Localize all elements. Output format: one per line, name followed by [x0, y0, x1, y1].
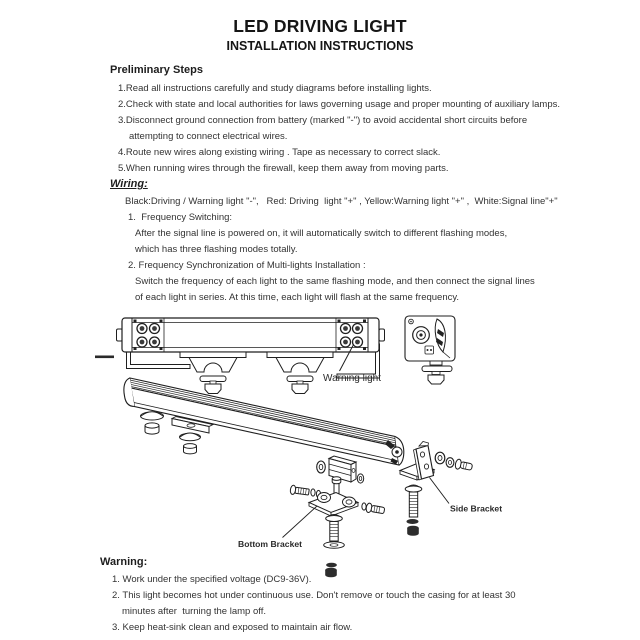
warning-list: 1. Work under the specified voltage (DC9… [100, 572, 580, 636]
list-item: 1. Work under the specified voltage (DC9… [112, 574, 312, 585]
bottom-bracket-leader-line [282, 505, 318, 538]
installation-diagram: Warning light [95, 315, 502, 578]
warning-section: Warning: 1. Work under the specified vol… [100, 556, 580, 636]
side-bracket-label: Side Bracket [450, 504, 502, 514]
warning-led-cluster-right [337, 319, 366, 350]
page-subtitle: INSTALLATION INSTRUCTIONS [226, 39, 414, 53]
wire-color-legend: Black:Driving / Warning light "-", Red: … [125, 196, 558, 207]
warning-heading: Warning: [100, 556, 148, 568]
wiring-item-body: of each light in series. At this time, e… [135, 292, 460, 303]
screw [454, 458, 473, 471]
preliminary-steps-list: 1.Read all instructions carefully and st… [110, 81, 590, 177]
list-item: 5.When running wires through the firewal… [118, 163, 449, 174]
exploded-view-diagram: Bottom Bracket Side Bracket [123, 377, 502, 578]
bottom-bracket-label: Bottom Bracket [238, 539, 302, 549]
wiring-item-body: Switch the frequency of each light to th… [135, 276, 535, 287]
light-bar-end-view [404, 315, 456, 385]
title-block: LED DRIVING LIGHT INSTALLATION INSTRUCTI… [0, 16, 640, 53]
wiring-item-title: 2. Frequency Synchronization of Multi-li… [128, 260, 366, 271]
list-item: 3. Keep heat-sink clean and exposed to m… [112, 622, 353, 633]
list-item: 4.Route new wires along existing wiring … [118, 147, 441, 158]
list-item: 2.Check with state and local authorities… [118, 99, 560, 110]
wiring-item-body: After the signal line is powered on, it … [135, 228, 508, 239]
wiring-list: Black:Driving / Warning light "-", Red: … [110, 194, 590, 306]
warning-light-label: Warning light [323, 373, 381, 384]
light-bar-3d [123, 377, 405, 466]
list-item: 3.Disconnect ground connection from batt… [118, 115, 528, 126]
warning-led-cluster-left [133, 319, 163, 350]
warning-light-leader-line [339, 345, 354, 372]
list-item: 1.Read all instructions carefully and st… [118, 83, 432, 94]
list-item-continuation: attempting to connect electrical wires. [129, 131, 288, 142]
screw [289, 484, 310, 496]
foot-hardware-stack [140, 411, 164, 435]
side-bracket-assembly [398, 441, 473, 536]
light-bar-front-view: Warning light [95, 317, 385, 394]
preliminary-steps-heading: Preliminary Steps [110, 64, 203, 76]
wiring-section: Wiring: Black:Driving / Warning light "-… [110, 178, 590, 306]
wiring-item-body: which has three flashing modes totally. [135, 244, 298, 255]
mounting-foot [266, 351, 334, 394]
preliminary-steps-section: Preliminary Steps 1.Read all instruction… [110, 64, 590, 177]
list-item-continuation: minutes after turning the lamp off. [122, 606, 266, 617]
page-title: LED DRIVING LIGHT [233, 16, 407, 36]
mounting-foot [179, 351, 247, 394]
wiring-item-title: 1. Frequency Switching: [128, 212, 233, 223]
bottom-bracket-assembly [289, 476, 385, 578]
wiring-heading: Wiring: [110, 178, 148, 190]
slider-block-group [316, 455, 365, 484]
screw [365, 502, 385, 514]
list-item: 2. This light becomes hot under continuo… [112, 590, 516, 601]
foot-hardware-stack [170, 416, 215, 455]
side-strap-tab [95, 355, 114, 359]
side-bracket-leader-line [429, 477, 450, 504]
